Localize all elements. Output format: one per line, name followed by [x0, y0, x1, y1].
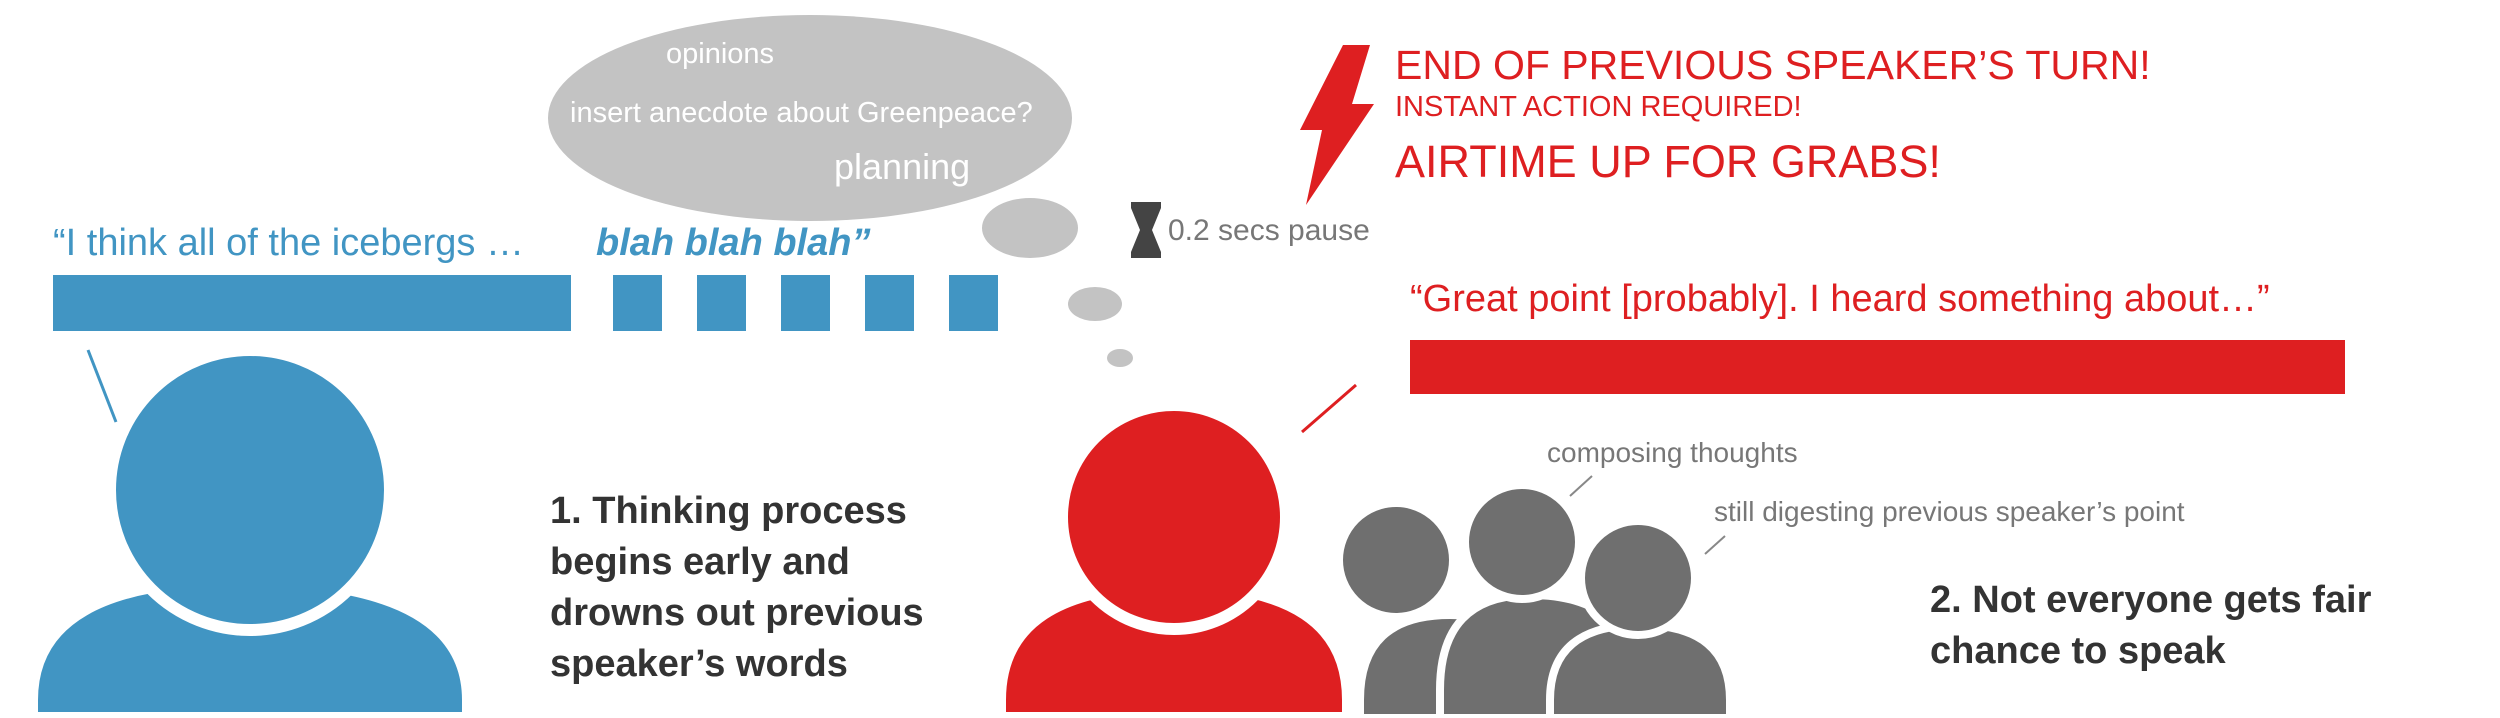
thought-bubble: [548, 15, 1072, 221]
first-speaker-quote-end: blah blah blah”: [596, 222, 871, 264]
speech-bar-segment-3: [781, 275, 830, 331]
alert-instant-action: INSTANT ACTION REQUIRED!: [1395, 91, 1802, 123]
caption-point1-line3: drowns out previous: [550, 592, 924, 634]
group-label-digesting: still digesting previous speaker’s point: [1714, 496, 2185, 527]
first-speaker-quote-start: “I think all of the icebergs …: [53, 222, 524, 264]
speech-bar-long: [53, 275, 571, 331]
group-label-composing: composing thoughts: [1547, 437, 1798, 468]
thought-bubble-dot-small: [1107, 349, 1133, 367]
red-person-icon: [994, 399, 1354, 718]
thought-bubble-dot-large: [982, 198, 1078, 258]
thought-bubble-dot-medium: [1068, 287, 1122, 321]
second-speaker-quote: “Great point [probably]. I heard somethi…: [1410, 278, 2270, 320]
caption-point1-line4: speaker’s words: [550, 643, 848, 685]
lightning-bolt-icon: [1300, 45, 1374, 205]
speech-bar-segment-5: [949, 275, 998, 331]
alert-end-of-turn: END OF PREVIOUS SPEAKER’S TURN!: [1395, 42, 2151, 88]
speech-pointer-blue: [86, 349, 118, 423]
pointer-composing: [1569, 475, 1593, 497]
pointer-digesting: [1704, 535, 1726, 555]
caption-point1-line2: begins early and: [550, 541, 850, 583]
caption-point1-line1: 1. Thinking process: [550, 490, 907, 532]
thought-anecdote: insert anecdote about Greenpeace?: [570, 97, 1033, 129]
grey-group-icon: [1335, 481, 1734, 718]
speech-bar-segment-4: [865, 275, 914, 331]
caption-point2-line2: chance to speak: [1930, 630, 2226, 672]
blue-person-icon: [26, 344, 474, 718]
caption-point2-line1: 2. Not everyone gets fair: [1930, 579, 2372, 621]
hourglass-icon: [1131, 202, 1161, 258]
speech-bar-red: [1410, 340, 2345, 394]
pause-label: 0.2 secs pause: [1168, 214, 1370, 247]
speech-pointer-red: [1301, 383, 1357, 434]
speech-bar-segment-1: [613, 275, 662, 331]
alert-airtime: AIRTIME UP FOR GRABS!: [1395, 136, 1941, 187]
thought-opinions: opinions: [666, 38, 775, 70]
speech-bar-segment-2: [697, 275, 746, 331]
thought-planning: planning: [834, 146, 971, 187]
